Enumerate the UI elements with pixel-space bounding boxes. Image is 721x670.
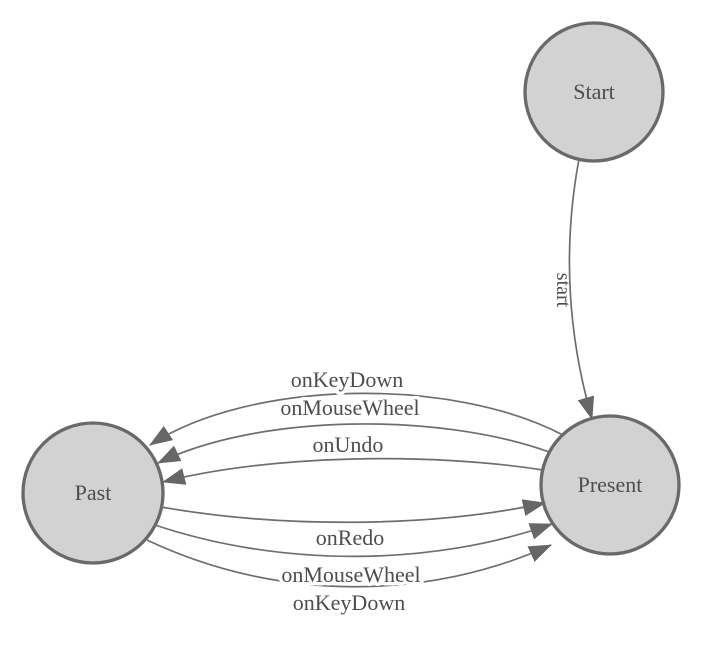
edge-present-to-past-onundo — [162, 457, 544, 485]
state-node-present — [539, 414, 681, 556]
edge-present-to-past-onkeydown — [149, 392, 564, 446]
edge-label-onundo: onUndo — [313, 432, 384, 457]
edge-label-onredo: onRedo — [316, 525, 384, 550]
edge-past-to-present-onkeydown — [146, 539, 552, 588]
node-label-past: Past — [75, 480, 112, 505]
edge-start-to-present — [568, 158, 595, 420]
edge-label-start: start — [552, 273, 574, 308]
edge-past-to-present-onmousewheel — [154, 523, 553, 558]
state-node-start — [523, 21, 665, 163]
edge-label-onkeydown-top: onKeyDown — [291, 367, 403, 392]
edge-present-to-past-onmousewheel — [157, 423, 550, 464]
node-label-start: Start — [573, 79, 615, 104]
edge-past-to-present-onredo — [160, 499, 546, 524]
edge-label-onmousewheel-bottom: onMouseWheel — [281, 562, 420, 587]
edge-label-onkeydown-bottom: onKeyDown — [293, 590, 405, 615]
state-node-past — [21, 421, 165, 565]
node-label-present: Present — [578, 472, 643, 497]
edge-label-onmousewheel-top: onMouseWheel — [280, 395, 419, 420]
